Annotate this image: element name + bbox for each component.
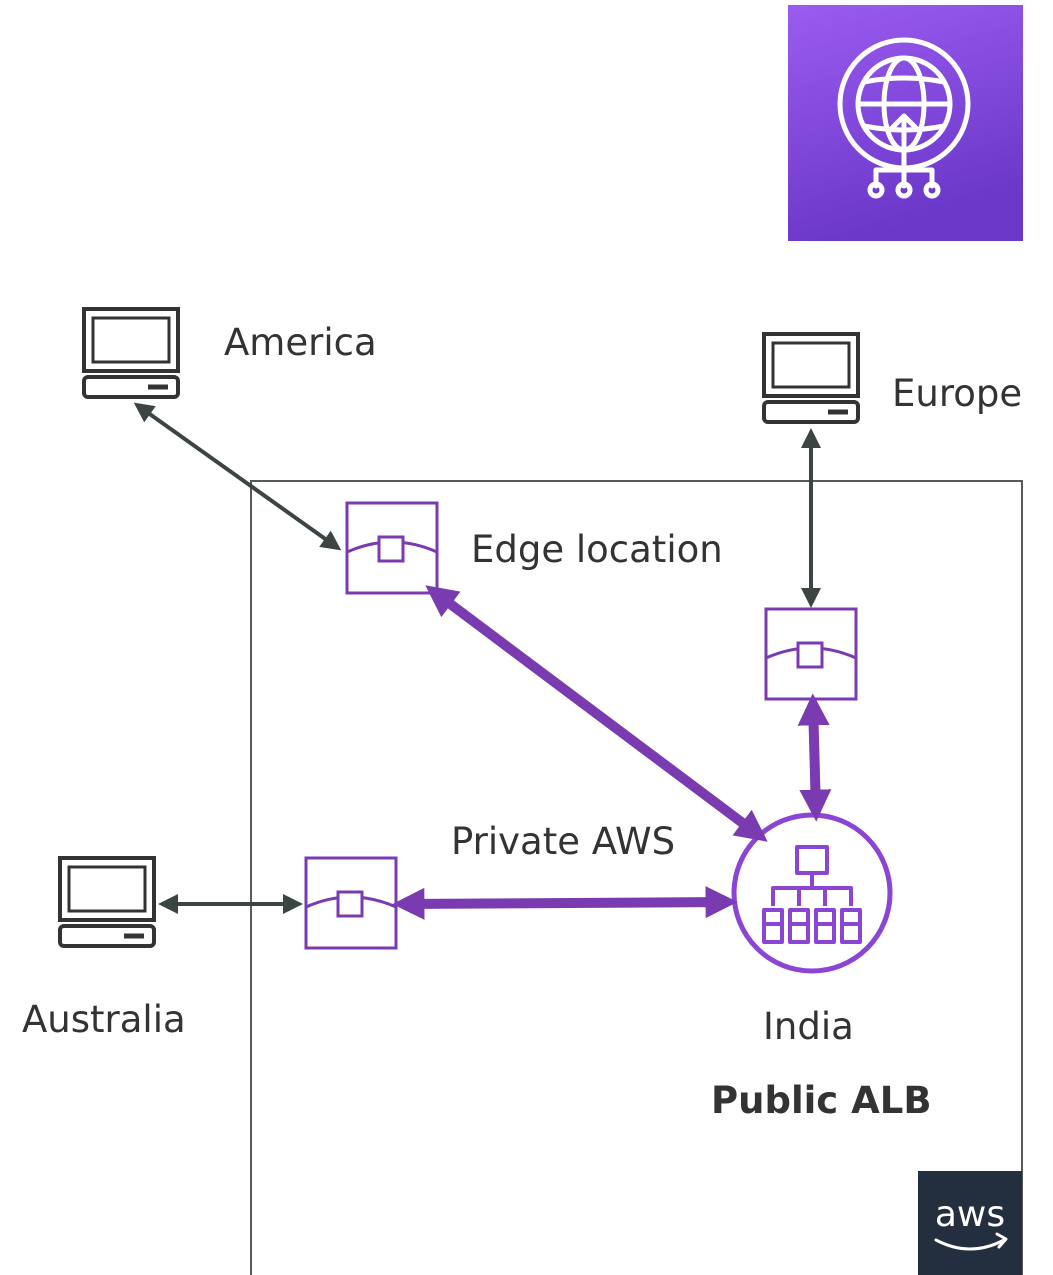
edge-location-america[interactable] [345,501,439,595]
computer-australia[interactable] [58,856,156,948]
connector-edge-europe-alb [797,693,832,822]
edge-location-europe[interactable] [764,607,858,701]
label-europe: Europe [892,372,1023,415]
edge-location-australia[interactable] [304,856,398,950]
connector-edge-australia-alb [392,886,738,920]
connector-edge-america-alb [425,585,768,842]
computer-america[interactable] [82,307,180,399]
computer-europe[interactable] [762,332,860,424]
connector-america-edge [133,402,342,551]
aws-logo-icon: aws [918,1171,1022,1275]
aws-badge-text: aws [935,1194,1005,1235]
global-accelerator-icon [788,5,1023,241]
label-australia: Australia [22,998,186,1041]
label-region-india: India [763,1005,854,1048]
aws-cloud-boundary [250,480,1023,1275]
label-public-alb: Public ALB [711,1079,932,1122]
label-private-aws: Private AWS [451,820,676,863]
label-america: America [224,321,377,364]
label-edge-location: Edge location [471,528,723,571]
